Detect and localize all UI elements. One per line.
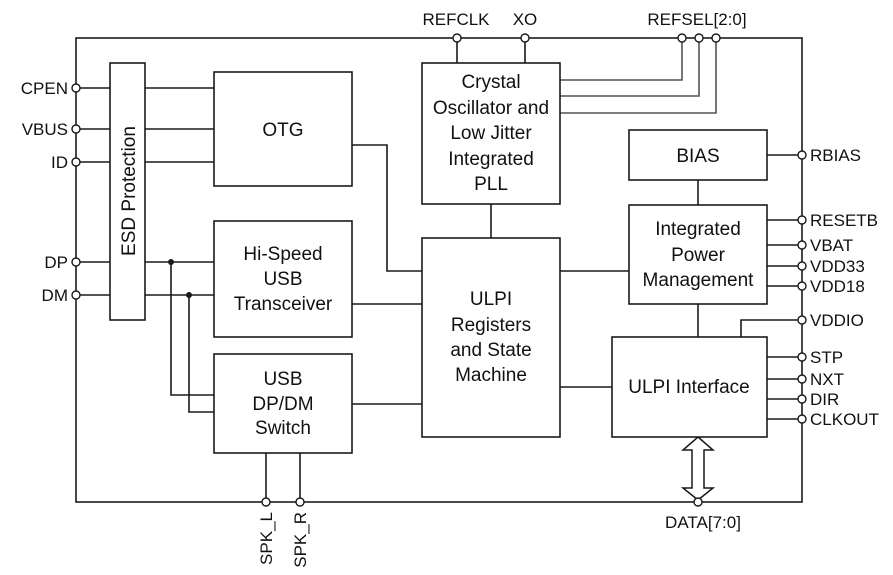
pin-rbias xyxy=(797,150,807,160)
switch-label-line: Switch xyxy=(255,418,311,439)
pin-vdd33 xyxy=(797,261,807,271)
wires xyxy=(76,38,802,502)
top-pins: REFCLK XO REFSEL[2:0] xyxy=(422,10,747,43)
pin-cpen xyxy=(71,83,81,93)
pin-label-vddio: VDDIO xyxy=(810,311,864,330)
pin-label-spk-r: SPK_R xyxy=(291,512,310,568)
xtal-label-line: Oscillator and xyxy=(433,98,549,119)
pin-label-cpen: CPEN xyxy=(21,79,68,98)
pin-label-rbias: RBIAS xyxy=(810,146,861,165)
pin-vdd18 xyxy=(797,281,807,291)
pin-resetb xyxy=(797,215,807,225)
left-pins: CPEN VBUS ID DP DM xyxy=(21,79,81,305)
esd-label: ESD Protection xyxy=(119,126,140,256)
integrated-power-management-block: Integrated Power Management xyxy=(628,204,768,305)
ulpi-regs-label-line: ULPI xyxy=(470,289,512,310)
pin-label-resetb: RESETB xyxy=(810,211,878,230)
pin-label-xo: XO xyxy=(513,10,538,29)
pin-label-stp: STP xyxy=(810,348,843,367)
ulpi-registers-state-machine-block: ULPI Registers and State Machine xyxy=(421,237,561,438)
pin-dp xyxy=(71,257,81,267)
ulpi-regs-label-line: Machine xyxy=(455,365,527,386)
pin-label-vbus: VBUS xyxy=(22,120,68,139)
bottom-pins: SPK_L SPK_R DATA[7:0] xyxy=(257,497,741,568)
otg-block: OTG xyxy=(213,71,353,187)
pin-refsel-1 xyxy=(694,33,704,43)
crystal-oscillator-pll-block: Crystal Oscillator and Low Jitter Integr… xyxy=(421,62,561,205)
pin-spk-l xyxy=(261,497,271,507)
power-label-line: Power xyxy=(671,245,726,266)
pin-dir xyxy=(797,394,807,404)
junction-dot xyxy=(186,292,192,298)
ulpi-interface-block: ULPI Interface xyxy=(611,336,768,438)
power-label-line: Integrated xyxy=(655,219,741,240)
xtal-label-line: Low Jitter xyxy=(450,123,532,144)
pin-label-spk-l: SPK_L xyxy=(257,512,276,565)
pin-label-refsel: REFSEL[2:0] xyxy=(647,10,746,29)
pin-clkout xyxy=(797,414,807,424)
xtal-label-line: Crystal xyxy=(461,72,520,93)
pin-label-id: ID xyxy=(51,153,68,172)
ulpi-if-label: ULPI Interface xyxy=(628,377,749,398)
xtal-label-line: Integrated xyxy=(448,149,534,170)
pin-label-refclk: REFCLK xyxy=(422,10,490,29)
junction-dot xyxy=(168,259,174,265)
pin-label-clkout: CLKOUT xyxy=(810,410,879,429)
xtal-label-line: PLL xyxy=(474,174,508,195)
pin-refsel-2 xyxy=(677,33,687,43)
hs-usb-label-line: USB xyxy=(263,269,302,290)
power-label-line: Management xyxy=(643,270,755,291)
switch-label-line: DP/DM xyxy=(252,394,313,415)
pin-id xyxy=(71,157,81,167)
right-pins: RBIAS RESETB VBAT VDD33 VDD18 VDDIO STP … xyxy=(797,146,879,429)
pin-spk-r xyxy=(295,497,305,507)
pin-data xyxy=(693,497,703,507)
bias-label: BIAS xyxy=(676,146,719,167)
pin-label-dir: DIR xyxy=(810,390,839,409)
ulpi-regs-label-line: Registers xyxy=(451,315,531,336)
pin-label-nxt: NXT xyxy=(810,370,844,389)
bias-block: BIAS xyxy=(628,129,768,181)
pin-vbus xyxy=(71,124,81,134)
pin-label-vbat: VBAT xyxy=(810,236,853,255)
pin-vbat xyxy=(797,240,807,250)
pin-label-vdd33: VDD33 xyxy=(810,257,865,276)
switch-label-line: USB xyxy=(263,369,302,390)
pin-refsel-0 xyxy=(711,33,721,43)
pin-label-data: DATA[7:0] xyxy=(665,513,741,532)
pin-xo xyxy=(520,33,530,43)
hs-usb-label-line: Hi-Speed xyxy=(243,244,322,265)
esd-protection-block: ESD Protection xyxy=(109,62,146,321)
otg-label: OTG xyxy=(262,120,303,141)
usb-dp-dm-switch-block: USB DP/DM Switch xyxy=(213,353,353,454)
hs-usb-label-line: Transceiver xyxy=(234,294,333,315)
pin-vddio xyxy=(797,315,807,325)
pin-label-vdd18: VDD18 xyxy=(810,277,865,296)
hi-speed-usb-transceiver-block: Hi-Speed USB Transceiver xyxy=(213,220,353,338)
pin-refclk xyxy=(452,33,462,43)
pin-nxt xyxy=(797,374,807,384)
data-bus-arrow xyxy=(680,436,716,501)
pin-dm xyxy=(71,290,81,300)
pin-stp xyxy=(797,352,807,362)
pin-label-dp: DP xyxy=(44,253,68,272)
ulpi-regs-label-line: and State xyxy=(450,340,531,361)
pin-label-dm: DM xyxy=(42,286,68,305)
